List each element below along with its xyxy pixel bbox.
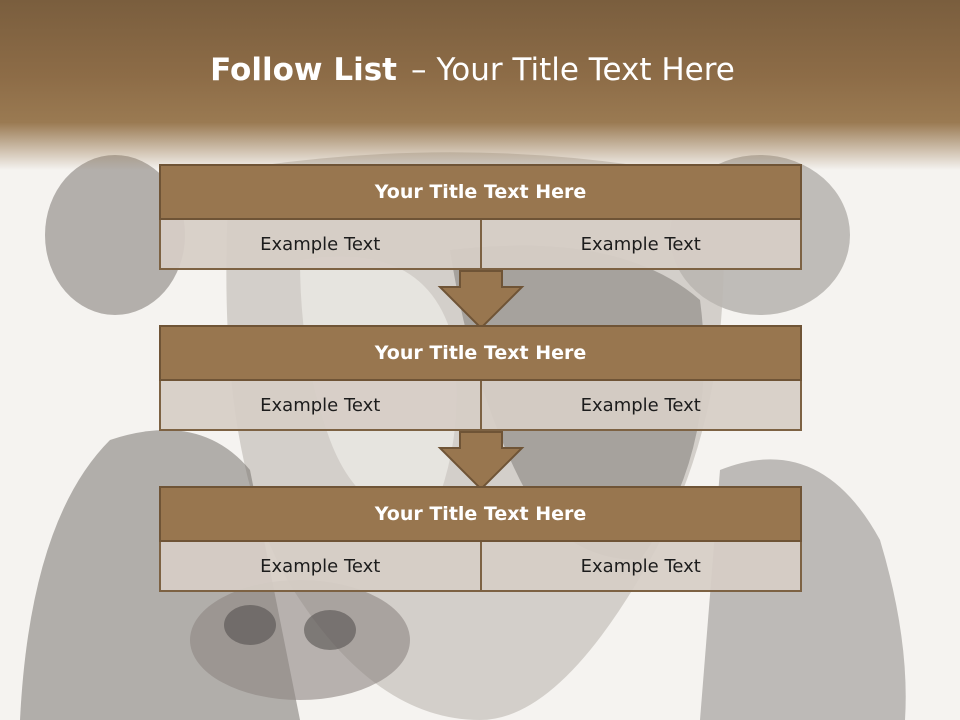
down-arrow-icon [437,270,525,330]
slide-title: Follow List–Your Title Text Here [0,52,945,88]
list-block-3: Your Title Text Here Example Text Exampl… [159,486,802,592]
example-cell-left: Example Text [159,542,482,592]
example-cell-right: Example Text [481,220,802,270]
example-cell-left: Example Text [159,220,482,270]
block-title: Your Title Text Here [159,164,802,220]
list-block-2: Your Title Text Here Example Text Exampl… [159,325,802,431]
block-cells: Example Text Example Text [159,381,802,431]
slide-title-rest: Your Title Text Here [436,52,735,88]
block-title: Your Title Text Here [159,486,802,542]
block-cells: Example Text Example Text [159,220,802,270]
example-cell-right: Example Text [481,542,802,592]
example-cell-left: Example Text [159,381,482,431]
slide-title-bold: Follow List [210,52,397,88]
block-title: Your Title Text Here [159,325,802,381]
header-band [0,0,960,170]
slide-title-separator: – [410,52,427,88]
example-cell-right: Example Text [481,381,802,431]
down-arrow-icon [437,431,525,491]
list-block-1: Your Title Text Here Example Text Exampl… [159,164,802,270]
block-cells: Example Text Example Text [159,542,802,592]
